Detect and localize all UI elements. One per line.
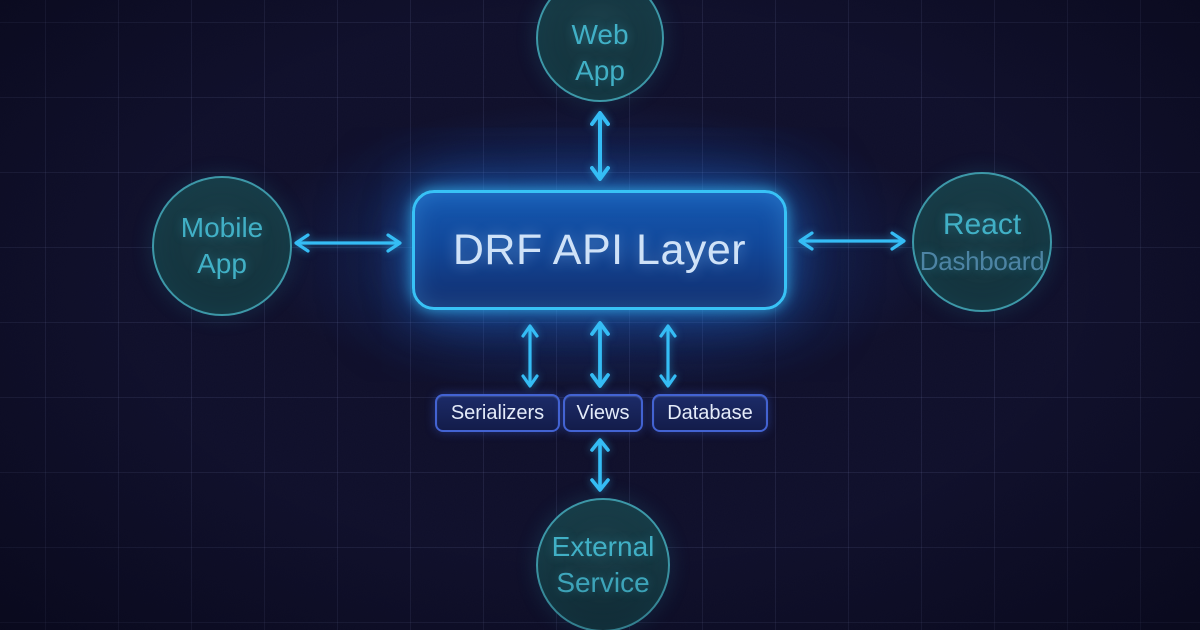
node-views: Views: [563, 394, 643, 432]
node-external-service: External Service: [536, 498, 670, 630]
arrow-drf-reactdashboard: [798, 231, 906, 251]
views-label: Views: [576, 401, 630, 424]
mobile-app-label-line1: Mobile: [180, 212, 264, 244]
serializers-label: Serializers: [450, 401, 545, 424]
arrow-webapp-drf: [590, 111, 610, 181]
database-label: Database: [667, 401, 753, 424]
arrow-views-externalservice: [590, 438, 610, 492]
react-dashboard-label-line2: Dashboard: [919, 245, 1045, 276]
drf-api-layer-label: DRF API Layer: [452, 225, 747, 274]
arrow-drf-database: [659, 324, 677, 388]
react-dashboard-label-line1: React: [942, 208, 1022, 242]
node-mobile-app: Mobile App: [152, 176, 292, 316]
mobile-app-label-line2: App: [197, 248, 247, 279]
web-app-label-line2: App: [575, 55, 625, 86]
arrow-mobileapp-drf: [294, 233, 402, 253]
arrow-drf-serializers: [521, 324, 539, 388]
node-react-dashboard: React Dashboard: [912, 172, 1052, 312]
node-drf-api-layer: DRF API Layer: [412, 190, 787, 310]
external-service-label-line1: External: [551, 531, 655, 563]
node-database: Database: [652, 394, 768, 432]
web-app-label-line1: Web: [571, 19, 629, 51]
external-service-label-line2: Service: [556, 567, 650, 598]
node-serializers: Serializers: [435, 394, 560, 432]
arrow-drf-views: [590, 321, 610, 388]
